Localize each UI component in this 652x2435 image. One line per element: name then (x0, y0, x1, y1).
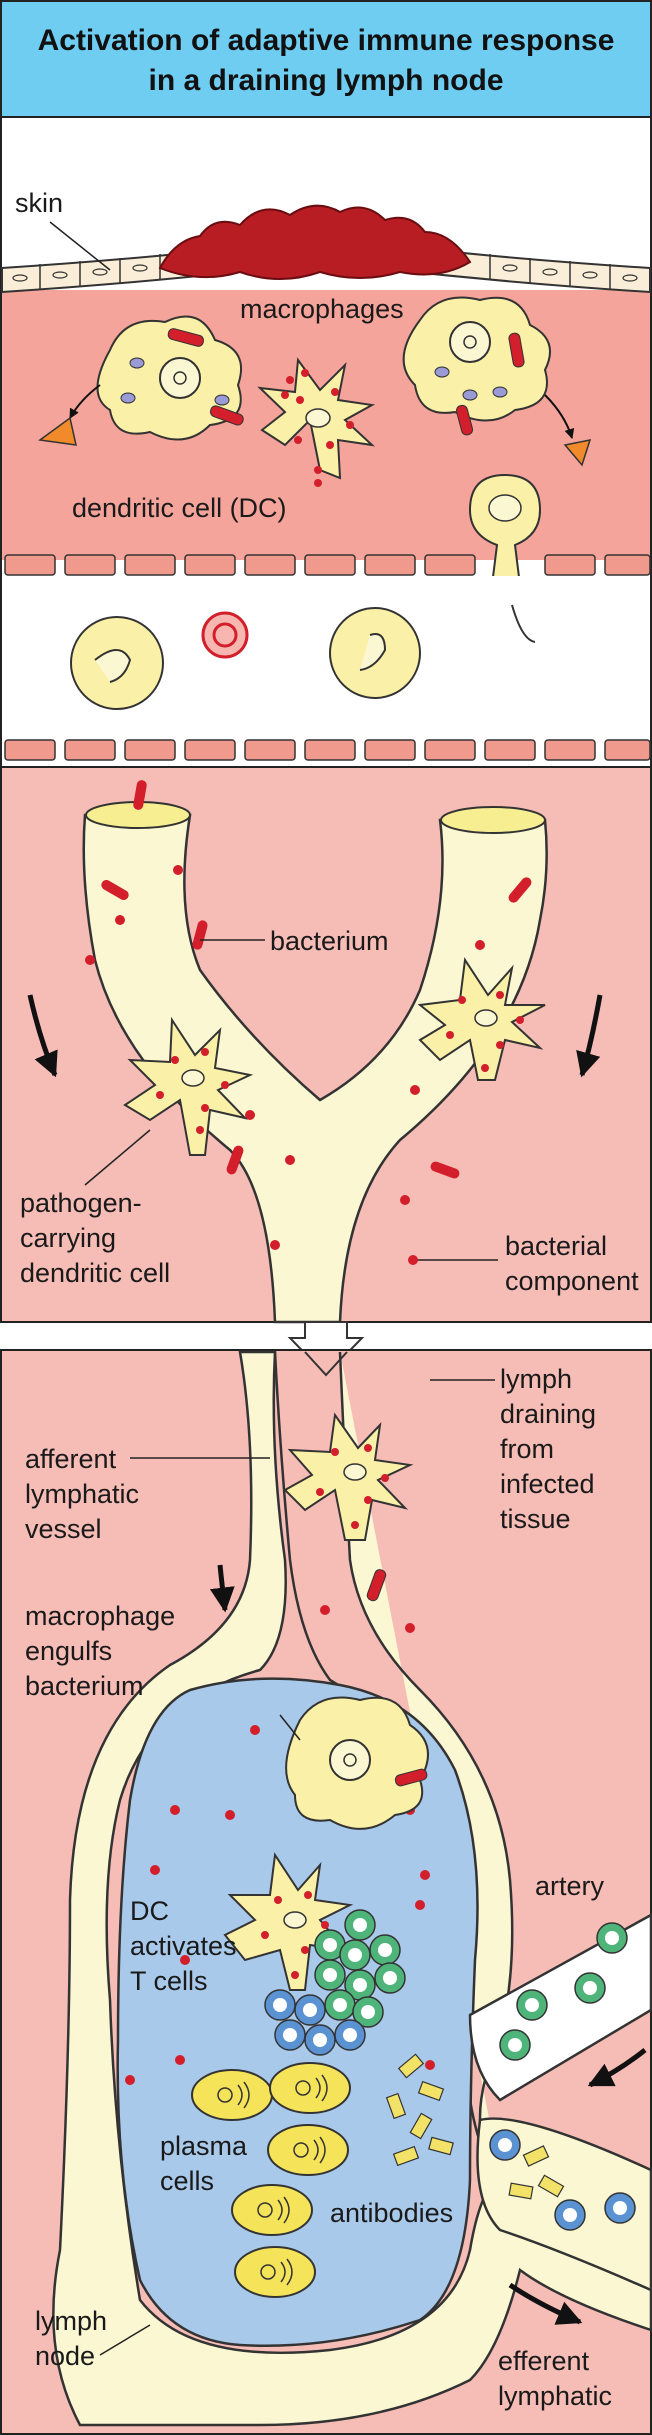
lymph-draining-label-5: tissue (500, 1504, 571, 1534)
lymph-draining-label-4: infected (500, 1469, 595, 1499)
title-line-1: Activation of adaptive immune response (38, 24, 615, 57)
dendritic-cell (257, 357, 376, 480)
lymph-node-label-2: node (35, 2341, 95, 2371)
efferent-label-1: efferent (498, 2346, 590, 2376)
macrophage-engulfs-label-3: bacterium (25, 1671, 144, 1701)
bacterium (209, 405, 244, 426)
pathogen-dc-label-2: carrying (20, 1223, 116, 1253)
afferent-label-1: afferent (25, 1444, 117, 1474)
macrophage-engulfs-label-2: engulfs (25, 1636, 112, 1666)
title-line-2: in a draining lymph node (148, 64, 503, 97)
pathogen-carrying-dendritic-cell-left (123, 1016, 254, 1156)
plasma-cells-label-2: cells (160, 2166, 214, 2196)
artery (468, 1913, 652, 2102)
macrophages-label: macrophages (240, 294, 404, 324)
pathogen-dc-label-3: dendritic cell (20, 1258, 170, 1288)
pathogen-dc-label-1: pathogen- (20, 1188, 142, 1218)
antibodies (385, 2053, 454, 2167)
lymph-draining-label-1: lymph (500, 1364, 572, 1394)
macrophage-left (96, 315, 243, 441)
dendritic-cell-afferent (283, 1412, 414, 1541)
macrophage-engulfs-label-1: macrophage (25, 1601, 175, 1631)
plasma-cells-label-1: plasma (160, 2131, 248, 2161)
blood-vessel-wall-top (4, 554, 651, 576)
antigen-fragment (38, 416, 77, 446)
bacterial-component-label-1: bacterial (505, 1231, 607, 1261)
bacterium-label: bacterium (270, 926, 389, 956)
afferent-label-2: lymphatic (25, 1479, 139, 1509)
panel-lymphatic-capillaries: bacterium pathogen- carrying dendritic c… (0, 766, 652, 1324)
panel-infected-tissue: skin macrophages dendritic cell (DC) (0, 116, 652, 768)
dendritic-cell-label: dendritic cell (DC) (72, 493, 287, 523)
artery-label: artery (535, 1871, 605, 1901)
panel-lymph-node: afferent lymphatic vessel lymph draining… (0, 1349, 652, 2435)
macrophage-engulfing-bacterium (285, 1696, 429, 1830)
lymph-draining-label-3: from (500, 1434, 554, 1464)
blood-cells (70, 604, 536, 710)
wound-scab (158, 204, 472, 280)
macrophage-right (402, 296, 551, 422)
skin-label: skin (15, 188, 63, 218)
dc-activates-label-3: T cells (130, 1966, 208, 1996)
pathogen-carrying-dendritic-cell-right (417, 957, 546, 1081)
bacterial-component-label-2: component (505, 1266, 639, 1296)
dc-activates-label-1: DC (130, 1896, 169, 1926)
title-bar: Activation of adaptive immune response i… (0, 0, 652, 118)
blood-vessel-wall-bottom (4, 739, 651, 761)
lymph-node-label-1: lymph (35, 2306, 107, 2336)
efferent-label-2: lymphatic (498, 2381, 612, 2411)
afferent-label-3: vessel (25, 1514, 102, 1544)
lymph-draining-label-2: draining (500, 1399, 596, 1429)
dc-activates-label-2: activates (130, 1931, 237, 1961)
antibodies-label: antibodies (330, 2198, 453, 2228)
